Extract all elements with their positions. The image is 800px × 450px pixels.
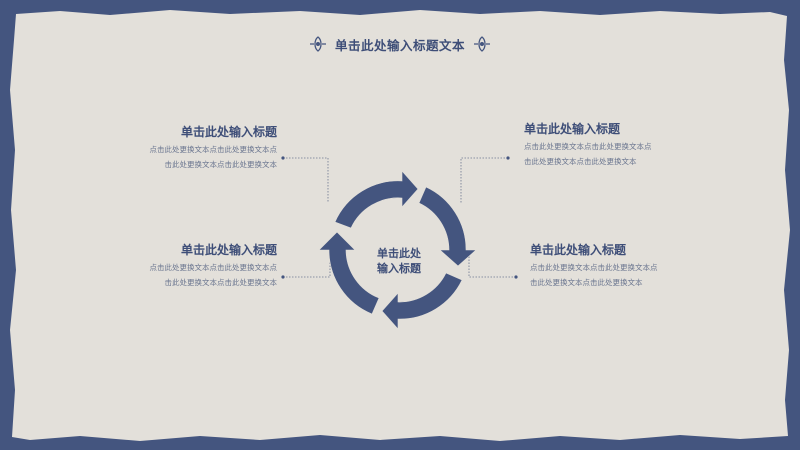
center-label-line1: 单击此处 (377, 247, 421, 260)
block-line: 击此处更换文本点击此处更换文本 (524, 157, 637, 166)
connector-bottom-right (468, 256, 516, 278)
block-line: 点击此处更换文本点击此处更换文本点 (149, 145, 278, 154)
connector-bottom-left (283, 256, 331, 278)
connector-top-left (283, 157, 329, 203)
title-bar: 单击此处输入标题文本 (0, 32, 800, 56)
block-line: 击此处更换文本点击此处更换文本 (530, 278, 643, 287)
cycle-arrow-top (334, 170, 419, 229)
right-ornament-icon (474, 36, 490, 52)
block-heading: 单击此处输入标题 (180, 243, 277, 257)
connector-top-right (460, 157, 508, 203)
block-line: 点击此处更换文本点击此处更换文本点 (530, 263, 658, 272)
block-heading: 单击此处输入标题 (530, 243, 627, 257)
connector-dot-bottom-right (514, 275, 518, 279)
page-title: 单击此处输入标题文本 (334, 37, 465, 53)
center-label: 单击此处 输入标题 (349, 246, 449, 276)
block-line: 点击此处更换文本点击此处更换文本点 (149, 263, 278, 272)
text-block-bottom-left: 单击此处输入标题 点击此处更换文本点击此处更换文本点 击此处更换文本点击此处更换… (77, 242, 278, 290)
connector-dot-top-right (506, 156, 510, 160)
cycle-arrow-bottom (381, 272, 463, 330)
text-block-bottom-right: 单击此处输入标题 点击此处更换文本点击此处更换文本点 击此处更换文本点击此处更换… (530, 242, 730, 290)
block-line: 击此处更换文本点击此处更换文本 (164, 160, 278, 169)
cycle-arrow-left (318, 231, 380, 315)
text-block-top-right: 单击此处输入标题 点击此处更换文本点击此处更换文本点 击此处更换文本点击此处更换… (524, 121, 724, 169)
block-line: 击此处更换文本点击此处更换文本 (164, 278, 278, 287)
center-label-line2: 输入标题 (377, 262, 421, 275)
connector-dot-top-left (281, 156, 285, 160)
cycle-arrow-right (418, 186, 477, 267)
text-block-top-left: 单击此处输入标题 点击此处更换文本点击此处更换文本点 击此处更换文本点击此处更换… (77, 124, 278, 172)
connector-dot-bottom-left (281, 275, 285, 279)
block-heading: 单击此处输入标题 (180, 125, 277, 139)
block-heading: 单击此处输入标题 (524, 122, 621, 136)
left-ornament-icon (309, 36, 326, 52)
block-line: 点击此处更换文本点击此处更换文本点 (524, 142, 652, 151)
